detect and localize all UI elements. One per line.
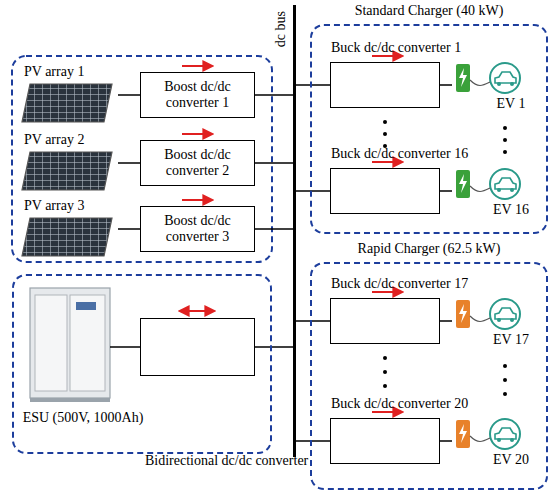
node-label: EV 1 bbox=[480, 96, 542, 112]
dc-bus: dc bus bbox=[293, 5, 296, 457]
storage-cabinet bbox=[30, 288, 140, 402]
power-line bbox=[296, 440, 330, 442]
charger-group: Standard Charger (40 kW)Buck dc/dc conve… bbox=[310, 24, 548, 234]
pv-group-outline bbox=[12, 56, 272, 262]
converter-box: Buck dc/dc converter 1 bbox=[330, 62, 440, 108]
power-line bbox=[296, 84, 330, 86]
node-label: Buck dc/dc converter 16 bbox=[331, 146, 415, 162]
node-label: EV 16 bbox=[480, 202, 542, 218]
node-label: dc bus bbox=[273, 11, 289, 47]
node-label: PV array 2 bbox=[24, 132, 84, 148]
power-line bbox=[255, 94, 293, 96]
power-line bbox=[255, 228, 293, 230]
power-line bbox=[118, 228, 140, 230]
converter-box: Buck dc/dc converter 17 bbox=[330, 298, 440, 344]
power-line bbox=[296, 190, 330, 192]
node-label: Boost dc/dc converter 1 bbox=[156, 79, 240, 111]
power-line bbox=[255, 346, 293, 348]
pv-array: PV array 2 bbox=[18, 132, 118, 194]
node-label: Buck dc/dc converter 20 bbox=[331, 396, 415, 412]
electric-vehicle: EV 16 bbox=[452, 164, 542, 222]
power-line bbox=[440, 84, 452, 86]
node-label: Buck dc/dc converter 1 bbox=[331, 40, 415, 56]
pv-array: PV array 3 bbox=[18, 198, 118, 260]
converter-box: Boost dc/dc converter 1 bbox=[140, 72, 255, 118]
node-label: EV 17 bbox=[480, 332, 542, 348]
node-label: Boost dc/dc converter 3 bbox=[156, 213, 240, 245]
storage-group: ESU (500V, 1000Ah) Bidirectional dc/dc co… bbox=[12, 274, 272, 454]
electric-vehicle: EV 20 bbox=[452, 414, 542, 472]
power-line bbox=[440, 190, 452, 192]
pv-panels bbox=[22, 84, 112, 256]
node-label: Buck dc/dc converter 17 bbox=[331, 276, 415, 292]
node-label: Boost dc/dc converter 2 bbox=[156, 147, 240, 179]
pv-array: PV array 1 bbox=[18, 64, 118, 126]
charger-group: Rapid Charger (62.5 kW)Buck dc/dc conver… bbox=[310, 262, 548, 490]
power-line bbox=[440, 320, 452, 322]
power-line bbox=[255, 162, 293, 164]
converter-box: Boost dc/dc converter 2 bbox=[140, 140, 255, 186]
node-label: EV 20 bbox=[480, 452, 542, 468]
converter-box: Buck dc/dc converter 20 bbox=[330, 418, 440, 464]
power-line bbox=[440, 440, 452, 442]
node-label: Standard Charger (40 kW) bbox=[312, 3, 546, 19]
node-label: Rapid Charger (62.5 kW) bbox=[312, 241, 546, 257]
node-label: ESU (500V, 1000Ah) bbox=[18, 410, 148, 426]
converter-box: Boost dc/dc converter 3 bbox=[140, 206, 255, 252]
electric-vehicle: EV 1 bbox=[452, 58, 542, 116]
electric-vehicle: EV 17 bbox=[452, 294, 542, 352]
node-label: PV array 3 bbox=[24, 198, 84, 214]
power-line bbox=[296, 320, 330, 322]
node-label: Bidirectional dc/dc converter bbox=[145, 453, 229, 469]
converter-box: Buck dc/dc converter 16 bbox=[330, 168, 440, 214]
power-line bbox=[118, 94, 140, 96]
node-label: PV array 1 bbox=[24, 64, 84, 80]
converter-box: Bidirectional dc/dc converter bbox=[140, 318, 255, 376]
power-line bbox=[118, 162, 140, 164]
continuation-dots bbox=[383, 120, 507, 396]
